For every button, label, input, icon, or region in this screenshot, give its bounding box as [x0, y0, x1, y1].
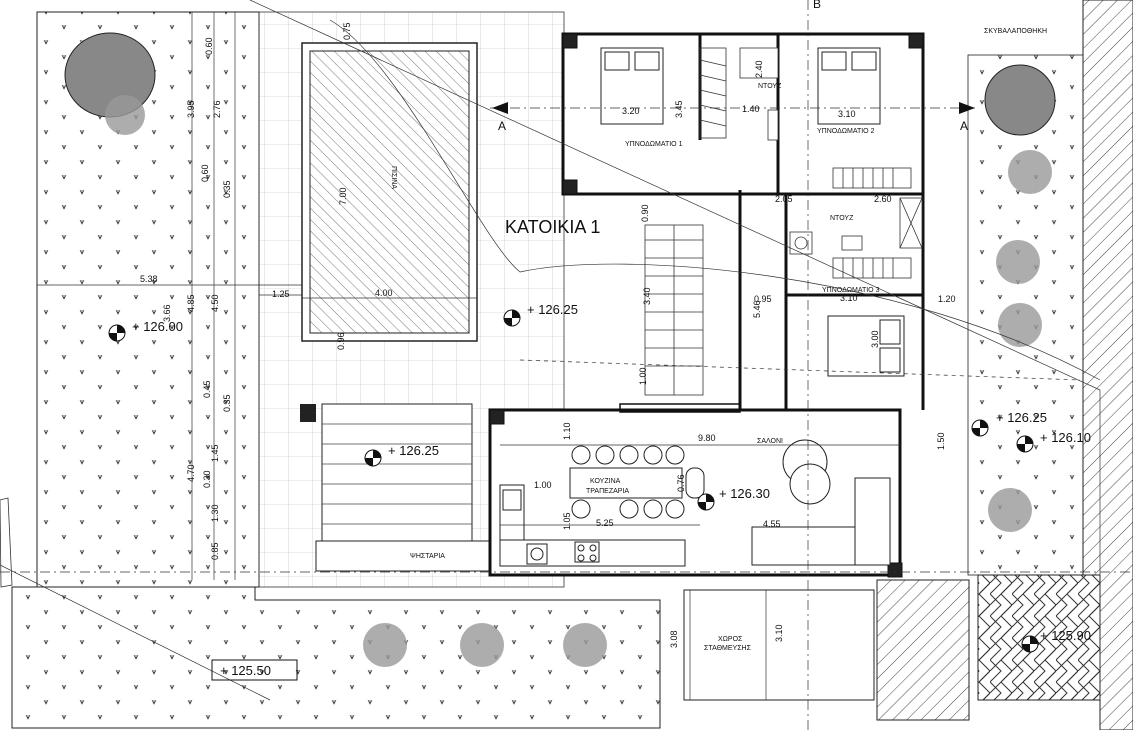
- bathrooms: [739, 47, 923, 255]
- level-kitchen: + 126.30: [719, 486, 770, 501]
- label-shower-1: ΝΤΟΥΖ: [758, 83, 782, 90]
- dim-2-76: 2.76: [212, 100, 222, 118]
- garden-area: [0, 11, 1084, 729]
- dim-1-30: 1.30: [210, 504, 220, 522]
- level-garden: + 126.00: [132, 319, 183, 334]
- section-mark-top: B: [813, 0, 821, 11]
- dim-9-80: 9.80: [698, 433, 716, 443]
- dim-2-05: 2.05: [775, 194, 793, 204]
- label-bedroom-1: ΥΠΝΟΔΩΜΑΤΙΟ 1: [625, 141, 683, 148]
- dim-0-75: 0.75: [342, 22, 352, 40]
- dim-4-70: 4.70: [186, 464, 196, 482]
- dim-4-55: 4.55: [763, 519, 781, 529]
- dim-0-35-a: 0.35: [222, 180, 232, 198]
- parking-area: [683, 574, 1101, 721]
- dim-0-90: 0.90: [640, 204, 650, 222]
- dim-5-38: 5.38: [140, 274, 158, 284]
- dim-4-50: 4.50: [210, 294, 220, 312]
- living-furniture: [751, 439, 891, 566]
- dim-3-95: 3.95: [186, 100, 196, 118]
- label-pool: ΠΙΣΙΝΑ: [390, 166, 397, 189]
- dim-0-60-b: 0.60: [200, 164, 210, 182]
- dim-3-40: 3.40: [642, 287, 652, 305]
- dim-3-20: 3.20: [622, 106, 640, 116]
- label-bbq: ΨΗΣΤΑΡΙΑ: [410, 553, 445, 560]
- dim-1-00-b: 1.00: [534, 480, 552, 490]
- dim-0-35-b: 0.35: [222, 394, 232, 412]
- label-bins: ΣΚΥΒΑΛΑΠΟΘΗΚΗ: [984, 28, 1047, 35]
- label-bedroom-3: ΥΠΝΟΔΩΜΑΤΙΟ 3: [822, 287, 880, 294]
- plan-title: ΚΑΤΟΙΚΙΑ 1: [505, 217, 600, 237]
- dim-3-45: 3.45: [674, 100, 684, 118]
- dim-3-08: 3.08: [669, 630, 679, 648]
- swimming-pool: [301, 42, 478, 342]
- dim-3-10-b: 3.10: [840, 293, 858, 303]
- label-living: ΣΑΛΟΝΙ: [757, 438, 783, 445]
- dim-2-40: 2.40: [754, 60, 764, 78]
- trees: [64, 32, 1056, 667]
- kitchen-furniture: [499, 445, 705, 567]
- section-mark-left: A: [498, 119, 506, 133]
- dim-3-66: 3.66: [162, 304, 172, 322]
- level-terrace: + 126.25: [388, 443, 439, 458]
- label-parking-2: ΣΤΑΘΜΕΥΣΗΣ: [704, 645, 752, 652]
- dim-1-20: 1.20: [938, 294, 956, 304]
- pergola: [300, 403, 492, 572]
- level-side-a: + 126.25: [996, 410, 1047, 425]
- staircase: [644, 224, 704, 396]
- label-dining: ΤΡΑΠΕΖΑΡΙΑ: [586, 488, 629, 495]
- dim-0-76: 0.76: [676, 474, 686, 492]
- dim-1-05: 1.05: [562, 512, 572, 530]
- level-pool-deck: + 126.25: [527, 302, 578, 317]
- dim-4-85: 4.85: [186, 294, 196, 312]
- dim-0-30: 0.30: [202, 470, 212, 488]
- dim-3-10-a: 3.10: [838, 109, 856, 119]
- dim-1-25: 1.25: [272, 289, 290, 299]
- level-parking: + 125.90: [1040, 628, 1091, 643]
- label-kitchen: ΚΟΥΖΙΝΑ: [590, 478, 621, 485]
- label-shower-2: ΝΤΟΥΖ: [830, 215, 854, 222]
- dim-2-60: 2.60: [874, 194, 892, 204]
- level-markers: [108, 309, 1039, 681]
- label-bedroom-2: ΥΠΝΟΔΩΜΑΤΙΟ 2: [817, 128, 875, 135]
- level-street: + 125.50: [220, 663, 271, 678]
- dim-0-45: 0.45: [202, 380, 212, 398]
- dim-0-95: 0.95: [754, 294, 772, 304]
- dim-1-00-a: 1.00: [638, 367, 648, 385]
- dim-0-96: 0.96: [336, 332, 346, 350]
- dim-1-40: 1.40: [742, 104, 760, 114]
- wardrobes: [699, 47, 912, 279]
- dim-4-00: 4.00: [375, 288, 393, 298]
- dim-7-00: 7.00: [338, 187, 348, 205]
- dim-3-00: 3.00: [870, 330, 880, 348]
- dim-5-25: 5.25: [596, 518, 614, 528]
- dim-1-10: 1.10: [562, 422, 572, 440]
- labels: ΚΑΤΟΙΚΙΑ 1 ΥΠΝΟΔΩΜΑΤΙΟ 1 ΥΠΝΟΔΩΜΑΤΙΟ 2 Υ…: [132, 0, 1091, 678]
- dim-0-85: 0.85: [210, 542, 220, 560]
- label-parking-1: ΧΩΡΟΣ: [718, 636, 743, 643]
- dim-1-50: 1.50: [936, 432, 946, 450]
- section-arrows: [492, 102, 975, 114]
- dim-0-60-a: 0.60: [204, 37, 214, 55]
- dim-3-10-c: 3.10: [774, 624, 784, 642]
- dim-5-46: 5.46: [752, 300, 762, 318]
- dim-1-45: 1.45: [210, 444, 220, 462]
- beds: [600, 47, 905, 377]
- level-side-b: + 126.10: [1040, 430, 1091, 445]
- section-mark-right: A: [960, 119, 968, 133]
